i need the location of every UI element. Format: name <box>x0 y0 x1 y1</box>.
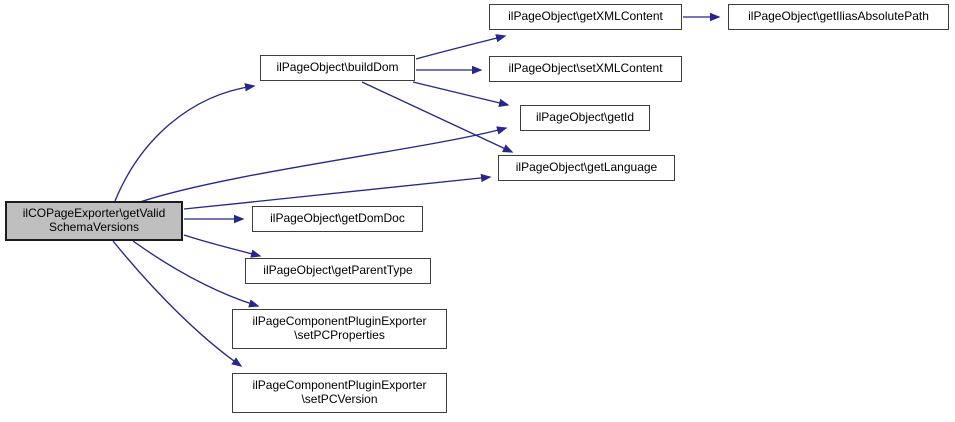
edge-getvalidschemaversions-builddom <box>114 83 256 202</box>
node-getid[interactable]: ilPageObject\getId <box>520 105 650 131</box>
node-label: ilPageObject\setXMLContent <box>508 61 663 76</box>
edge-getvalidschemaversions-setpcversion <box>112 240 243 367</box>
node-label: ilPageObject\getXMLContent <box>508 9 663 24</box>
node-label: \setPCProperties <box>294 328 385 342</box>
edge-getvalidschemaversions-getlanguage <box>183 173 492 210</box>
node-setpcversion[interactable]: ilPageComponentPluginExporter\setPCVersi… <box>232 373 447 413</box>
node-label: ilPageObject\getLanguage <box>515 160 658 175</box>
edge-builddom-getid <box>412 81 510 107</box>
edge-builddom-getlanguage <box>361 81 514 153</box>
node-label: ilPageObject\getId <box>535 110 635 125</box>
node-label: SchemaVersions <box>48 220 140 234</box>
node-builddom[interactable]: ilPageObject\buildDom <box>260 55 415 81</box>
node-label: ilPageObject\getParentType <box>263 263 413 278</box>
node-label: ilCOPageExporter\getValid <box>22 206 166 221</box>
edge-builddom-getxmlcontent <box>415 34 507 60</box>
node-setpcproperties[interactable]: ilPageComponentPluginExporter\setPCPrope… <box>232 309 447 349</box>
node-getiliasabsolutepath[interactable]: ilPageObject\getIliasAbsolutePath <box>728 4 949 30</box>
node-getxmlcontent[interactable]: ilPageObject\getXMLContent <box>489 4 682 30</box>
node-getlanguage[interactable]: ilPageObject\getLanguage <box>498 155 675 181</box>
edge-getvalidschemaversions-getparenttype <box>183 234 262 258</box>
node-label: ilPageObject\getDomDoc <box>270 211 405 226</box>
node-label: ilPageComponentPluginExporter <box>252 378 427 393</box>
node-label: ilPageComponentPluginExporter <box>252 314 427 329</box>
node-label: ilPageObject\buildDom <box>276 60 399 75</box>
edge-getvalidschemaversions-setpcproperties <box>132 240 260 308</box>
node-label: ilPageObject\getIliasAbsolutePath <box>748 9 929 24</box>
node-getparenttype[interactable]: ilPageObject\getParentType <box>245 258 431 284</box>
node-label: \setPCVersion <box>301 392 378 406</box>
node-getdomdoc[interactable]: ilPageObject\getDomDoc <box>252 206 423 232</box>
node-setxmlcontent[interactable]: ilPageObject\setXMLContent <box>489 56 682 82</box>
edge-getvalidschemaversions-getid <box>139 126 508 203</box>
